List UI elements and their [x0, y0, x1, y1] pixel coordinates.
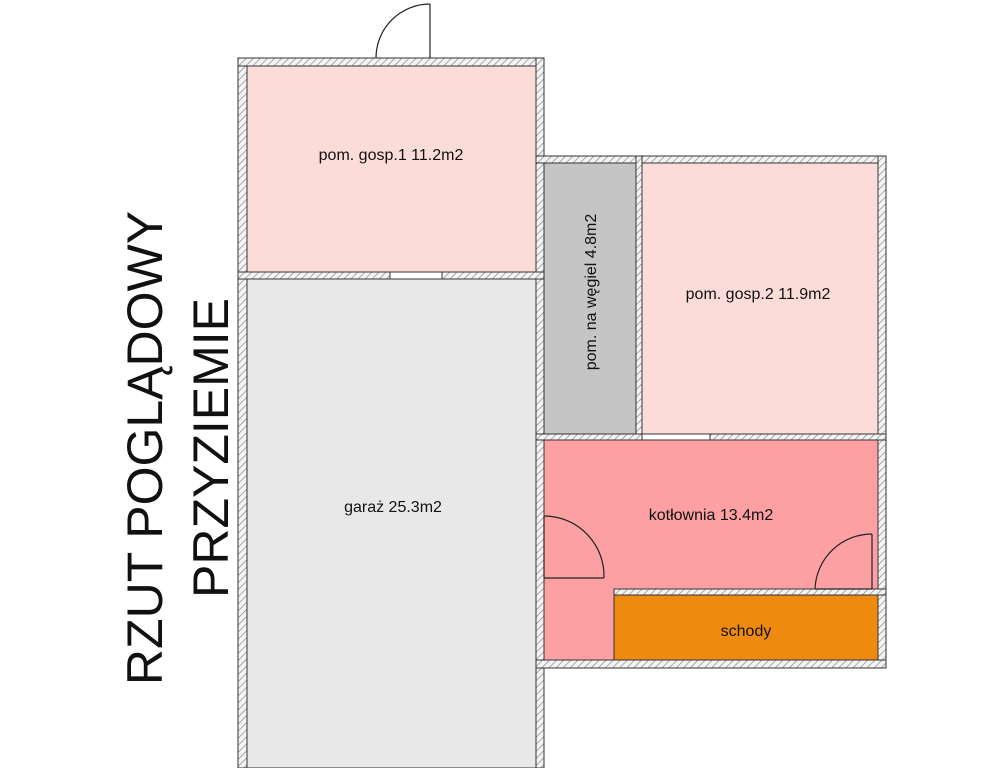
door-kotlownia-left [543, 515, 605, 579]
label-gosp1: pom. gosp.1 11.2m2 [319, 147, 464, 164]
label-schody: schody [721, 623, 772, 640]
room-kotlownia [543, 439, 879, 661]
wall-top-left [237, 57, 545, 67]
door-kotlownia-right [814, 533, 873, 590]
wall-partition-gosp1-garaz-b [441, 271, 545, 280]
label-garaz: garaż 25.3m2 [344, 499, 442, 516]
walls [237, 57, 887, 768]
room-gosp2 [641, 162, 879, 435]
plan-title: RZUT POGLĄDOWY PRZYZIEMIE [117, 211, 239, 685]
wall-kotlownia-top-b [709, 433, 887, 441]
wall-wegiel-gosp2 [635, 155, 643, 441]
wall-top-right [535, 155, 887, 164]
room-wegiel [543, 162, 637, 435]
door-entrance [375, 3, 431, 59]
wall-bottom-right [535, 659, 887, 669]
doors [375, 3, 873, 590]
room-garaz [246, 278, 537, 768]
room-gosp1 [246, 65, 537, 273]
room-schody [613, 594, 879, 661]
title-line1: RZUT POGLĄDOWY [117, 211, 173, 685]
label-kotlownia: kotłownia 13.4m2 [649, 507, 774, 524]
wall-schody-top [613, 588, 887, 596]
wall-kotlownia-top-a [535, 433, 643, 441]
wall-partition-gosp1-garaz-a [237, 271, 391, 280]
title-line2: PRZYZIEMIE [183, 298, 239, 598]
room-labels: pom. gosp.1 11.2m2 garaż 25.3m2 pom. na … [319, 147, 831, 640]
label-gosp2: pom. gosp.2 11.9m2 [686, 286, 831, 303]
wall-left-outer [237, 57, 248, 768]
label-wegiel: pom. na węgiel 4.8m2 [583, 214, 600, 371]
rooms [246, 65, 879, 768]
